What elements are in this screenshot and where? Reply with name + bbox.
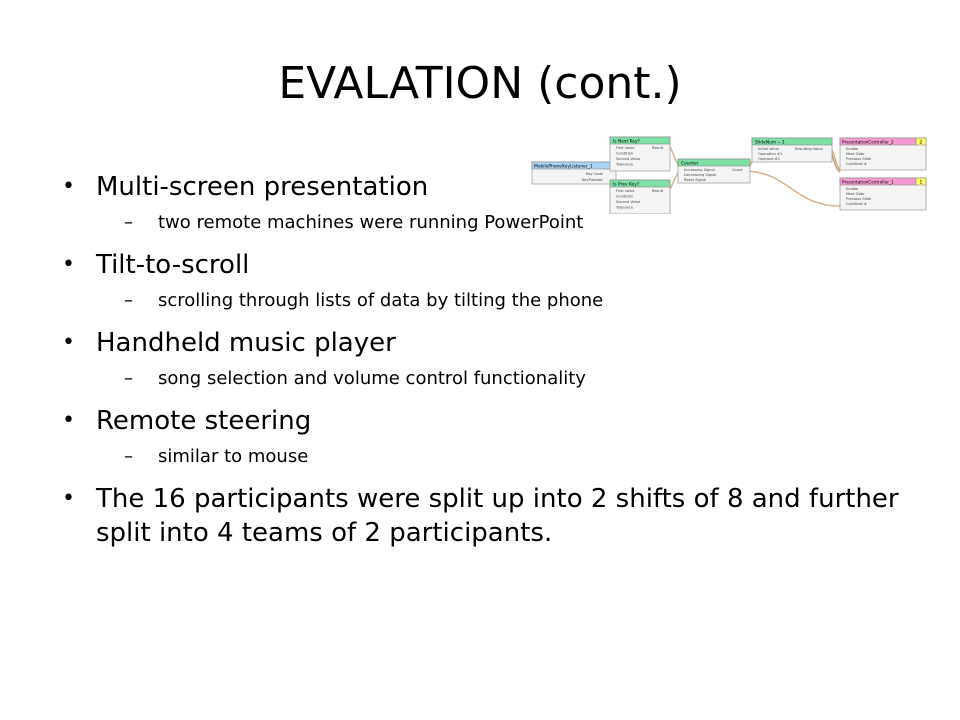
slide-title: EVALATION (cont.) (278, 58, 682, 109)
sub-bullet-item: – two remote machines were running Power… (62, 208, 942, 238)
sub-bullet-text: two remote machines were running PowerPo… (158, 212, 584, 233)
node-title: MobilePhoneKeyListener_1 (534, 164, 593, 170)
dash-glyph: – (124, 446, 133, 467)
sub-bullet-item: – similar to mouse (62, 442, 942, 472)
node-slidenum: SlideNum -- 1 Initial Value Resulting Va… (751, 137, 833, 163)
node-row: Enable (846, 187, 859, 191)
node-row: CoinSlide # (846, 162, 867, 166)
bullet-glyph: • (62, 408, 75, 433)
node-output: Resulting Value (795, 147, 823, 151)
node-row: Operand #1 (758, 157, 780, 161)
dash-glyph: – (124, 212, 133, 233)
dash-glyph: – (124, 290, 133, 311)
node-row: Condition (616, 152, 633, 156)
node-row: Enable (846, 147, 859, 151)
node-row: Decreasing Signal (684, 173, 716, 177)
bullet-glyph: • (62, 252, 75, 277)
node-badge: 1 (920, 180, 923, 186)
bullet-item: • Tilt-to-scroll (62, 248, 942, 282)
bullet-item: • Handheld music player (62, 326, 942, 360)
sub-bullet-text: song selection and volume control functi… (158, 368, 586, 389)
node-row: Next Slide (846, 192, 865, 196)
node-row: Second Value (616, 157, 641, 161)
node-row: Initial Value (758, 147, 780, 151)
node-row: Previous Slide (846, 157, 872, 161)
node-row: KeyPressed (582, 178, 602, 182)
node-output: Result (652, 189, 664, 193)
node-row: Reset Signal (684, 178, 706, 182)
node-title: PresentationController_2 (842, 140, 894, 145)
node-output: Count (732, 168, 743, 172)
node-presentation-controller-1: PresentationController_1 1 Enable Next S… (839, 177, 927, 211)
node-graph-diagram: MobilePhoneKeyListener_1 Key Code KeyPre… (531, 136, 927, 214)
bullet-text: The 16 participants were split up into 2… (96, 484, 899, 548)
node-counter: Counter Increasing Signal Count Decreasi… (677, 158, 751, 184)
node-row: Second Value (616, 200, 641, 204)
bullet-text: Tilt-to-scroll (96, 250, 250, 280)
bullet-item: • Remote steering (62, 404, 942, 438)
bullet-item: • The 16 participants were split up into… (62, 482, 942, 550)
bullet-glyph: • (62, 174, 75, 199)
node-title: PresentationController_1 (842, 180, 894, 185)
node-presentation-controller-2: PresentationController_2 2 Enable Next S… (839, 137, 927, 171)
node-row: CoinSlide # (846, 202, 867, 206)
node-title: SlideNum -- 1 (755, 140, 785, 146)
sub-bullet-text: similar to mouse (158, 446, 309, 467)
node-output: Result (652, 146, 664, 150)
node-row: First value (616, 146, 635, 150)
node-is-prev-key: Is Prev Key? First value Result Conditio… (609, 179, 671, 214)
bullet-text: Multi-screen presentation (96, 172, 429, 202)
node-row: Tolerance (615, 206, 634, 210)
node-mobile-key-listener: MobilePhoneKeyListener_1 Key Code KeyPre… (531, 161, 617, 185)
node-row: Condition (616, 195, 633, 199)
dash-glyph: – (124, 368, 133, 389)
sub-bullet-item: – song selection and volume control func… (62, 364, 942, 394)
bullet-text: Remote steering (96, 406, 312, 436)
bullet-glyph: • (62, 486, 75, 511)
node-row: Previous Slide (846, 197, 872, 201)
node-title: Is Prev Key? (613, 182, 640, 188)
sub-bullet-text: scrolling through lists of data by tilti… (158, 290, 604, 311)
bullet-list: • Multi-screen presentation – two remote… (62, 170, 942, 554)
node-title: Is Next Key? (613, 139, 641, 145)
node-row: First value (616, 189, 635, 193)
node-row: Next Slide (846, 152, 865, 156)
node-row: Tolerance (615, 163, 634, 167)
node-row: Operation #1 (758, 152, 782, 156)
bullet-item: • Multi-screen presentation (62, 170, 942, 204)
bullet-text: Handheld music player (96, 328, 396, 358)
sub-bullet-item: – scrolling through lists of data by til… (62, 286, 942, 316)
node-row: Key Code (586, 172, 604, 176)
bullet-glyph: • (62, 330, 75, 355)
node-is-next-key: Is Next Key? First value Result Conditio… (609, 136, 671, 172)
node-row: Increasing Signal (684, 168, 715, 172)
node-badge: 2 (920, 140, 923, 146)
wire-counter-pc1 (747, 170, 841, 207)
node-title: Counter (681, 161, 699, 167)
